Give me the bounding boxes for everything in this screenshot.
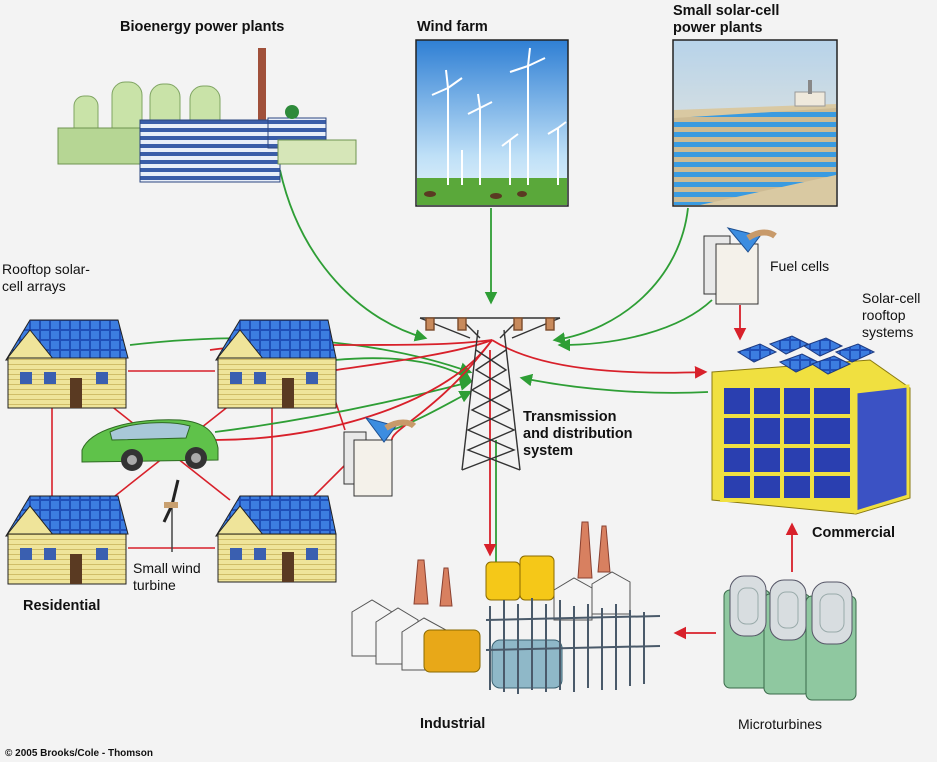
- label-residential: Residential: [23, 598, 101, 614]
- small-wind-turbine: [162, 479, 180, 552]
- label-wind-farm: Wind farm: [417, 19, 488, 35]
- label-bioenergy-power-plants: Bioenergy power plants: [120, 19, 285, 35]
- fuel-cell-illustration-small: [343, 417, 417, 497]
- label-small-wind-turbine: Small wind turbine: [133, 560, 201, 593]
- wind-farm-photo: [415, 39, 569, 207]
- house-bottom-left: [4, 495, 129, 585]
- house-top-right: [214, 319, 337, 409]
- commercial-building: [711, 335, 911, 515]
- label-microturbines: Microturbines: [738, 716, 823, 732]
- copyright-notice: © 2005 Brooks/Cole - Thomson: [5, 748, 153, 759]
- house-bottom-right: [214, 495, 337, 583]
- label-transmission-distribution: Transmission and distribution system: [523, 409, 633, 459]
- fuel-cell-illustration: [703, 227, 777, 305]
- label-small-solar-power-plants: Small solar-cell power plants: [673, 3, 780, 36]
- solar-plant-photo: [672, 39, 838, 207]
- microturbines-illustration: [723, 575, 857, 701]
- industrial-complex: [351, 521, 661, 694]
- label-fuel-cells: Fuel cells: [770, 258, 830, 274]
- electric-car: [81, 419, 219, 471]
- transmission-tower: [419, 317, 561, 471]
- label-commercial: Commercial: [812, 525, 896, 541]
- bioenergy-plant-illustration: [57, 48, 357, 183]
- label-industrial: Industrial: [420, 716, 486, 732]
- label-solar-rooftop-systems: Solar-cell rooftop systems: [862, 290, 921, 340]
- label-rooftop-solar-arrays: Rooftop solar- cell arrays: [2, 261, 90, 294]
- house-top-left: [4, 319, 129, 409]
